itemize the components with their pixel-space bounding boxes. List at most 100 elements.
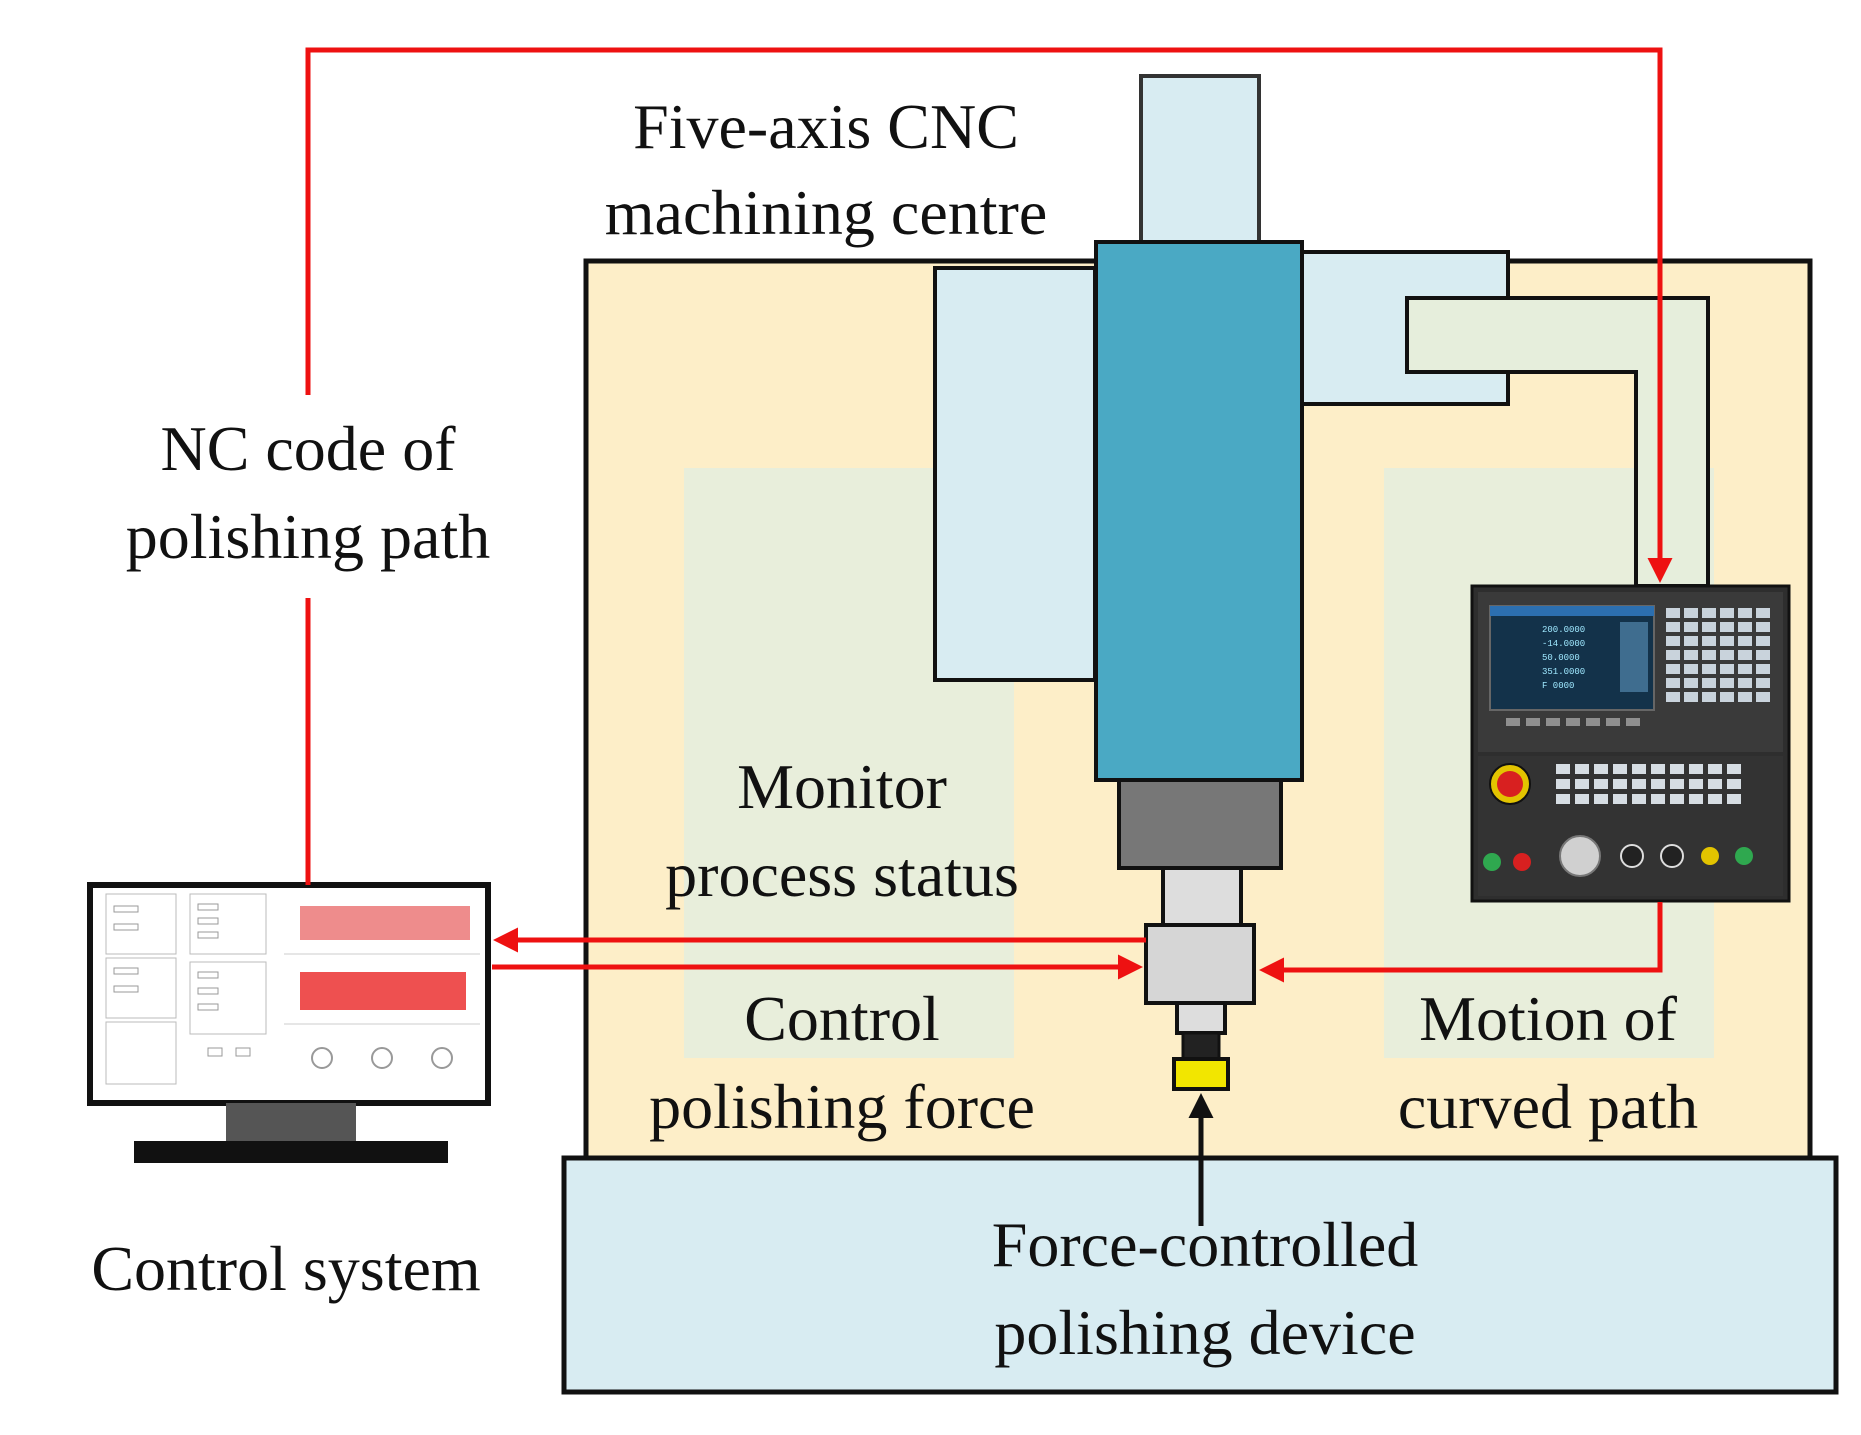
polishing-shaft xyxy=(1175,1001,1227,1035)
cnc-screen-row-5: F 0000 xyxy=(1542,681,1574,691)
cnc-screen-row-4: 351.0000 xyxy=(1542,667,1585,677)
cnc-key xyxy=(1727,779,1741,789)
tool-holder xyxy=(1161,866,1243,930)
cnc-key xyxy=(1594,779,1608,789)
cnc-key xyxy=(1684,622,1698,632)
control-force-label-line2: polishing force xyxy=(649,1071,1035,1142)
monitor-foot xyxy=(134,1141,448,1163)
monitor-label-line2: process status xyxy=(665,839,1019,910)
cnc-key xyxy=(1689,794,1703,804)
cnc-screen-row-3: 50.0000 xyxy=(1542,653,1580,663)
motion-label-line2: curved path xyxy=(1398,1071,1698,1142)
spindle-override-knob xyxy=(1559,835,1601,877)
cnc-key xyxy=(1613,794,1627,804)
cnc-key xyxy=(1594,764,1608,774)
cnc-key xyxy=(1613,764,1627,774)
cnc-key xyxy=(1594,794,1608,804)
monitor-chart-1 xyxy=(300,906,470,940)
motion-path-arrow xyxy=(1259,902,1663,983)
cnc-key xyxy=(1666,692,1680,702)
cycle-start-button xyxy=(1483,853,1501,871)
spindle-head xyxy=(1094,240,1304,782)
nc-code-label-line1: NC code of xyxy=(160,413,456,484)
cnc-key xyxy=(1727,764,1741,774)
cnc-key xyxy=(1702,636,1716,646)
monitor-chart-2 xyxy=(300,972,466,1010)
feed-hold-button xyxy=(1513,853,1531,871)
cnc-key xyxy=(1575,794,1589,804)
cnc-key xyxy=(1702,664,1716,674)
left-slide xyxy=(933,266,1097,682)
cnc-key xyxy=(1727,794,1741,804)
polishing-tool-tip xyxy=(1172,1057,1230,1091)
motion-label-line1: Motion of xyxy=(1419,983,1677,1054)
cnc-key xyxy=(1684,692,1698,702)
yellow-indicator xyxy=(1701,847,1719,865)
cnc-screen-row-1: 200.0000 xyxy=(1542,625,1585,635)
cnc-key xyxy=(1756,664,1770,674)
cnc-key xyxy=(1702,678,1716,688)
cnc-key xyxy=(1708,779,1722,789)
cnc-key xyxy=(1756,678,1770,688)
cnc-key xyxy=(1556,779,1570,789)
cnc-key xyxy=(1689,764,1703,774)
device-label-line2: polishing device xyxy=(994,1297,1415,1368)
mode-knob xyxy=(1660,844,1684,868)
cnc-key xyxy=(1738,650,1752,660)
cnc-key xyxy=(1720,608,1734,618)
cnc-key xyxy=(1651,794,1665,804)
cnc-title-line2: machining centre xyxy=(605,177,1047,248)
cnc-key xyxy=(1756,608,1770,618)
cnc-key xyxy=(1684,608,1698,618)
cnc-key xyxy=(1684,678,1698,688)
cnc-key xyxy=(1708,794,1722,804)
nc-code-label-line2: polishing path xyxy=(126,501,490,572)
cnc-key xyxy=(1666,622,1680,632)
cnc-key xyxy=(1666,650,1680,660)
nc-code-signal-line-top xyxy=(305,47,1673,583)
cnc-key xyxy=(1689,779,1703,789)
cnc-key xyxy=(1720,692,1734,702)
cnc-key xyxy=(1702,692,1716,702)
spindle-nose xyxy=(1117,778,1283,870)
green-indicator xyxy=(1735,847,1753,865)
cnc-key xyxy=(1756,692,1770,702)
cnc-key xyxy=(1756,636,1770,646)
cnc-key xyxy=(1756,622,1770,632)
cnc-key xyxy=(1720,636,1734,646)
cnc-key xyxy=(1738,678,1752,688)
cnc-key xyxy=(1670,794,1684,804)
cnc-key xyxy=(1738,692,1752,702)
cnc-key xyxy=(1702,622,1716,632)
cnc-key xyxy=(1575,779,1589,789)
cnc-key xyxy=(1632,779,1646,789)
cnc-key xyxy=(1720,622,1734,632)
monitor-stand xyxy=(226,1103,356,1141)
cnc-key xyxy=(1666,664,1680,674)
cnc-key xyxy=(1670,764,1684,774)
cnc-key xyxy=(1670,779,1684,789)
cnc-title-line1: Five-axis CNC xyxy=(633,91,1019,162)
cnc-key xyxy=(1738,664,1752,674)
force-sensor-block xyxy=(1144,923,1256,1005)
cnc-key xyxy=(1702,608,1716,618)
cnc-key xyxy=(1756,650,1770,660)
cnc-key xyxy=(1738,608,1752,618)
control-force-label-line1: Control xyxy=(744,983,940,1054)
cnc-key xyxy=(1684,650,1698,660)
cnc-key xyxy=(1738,622,1752,632)
device-label-line1: Force-controlled xyxy=(992,1209,1419,1280)
cnc-key xyxy=(1556,764,1570,774)
control-system-label: Control system xyxy=(91,1233,480,1304)
feed-override-knob xyxy=(1620,844,1644,868)
cnc-key xyxy=(1738,636,1752,646)
cnc-key xyxy=(1720,650,1734,660)
cnc-screen-row-2: -14.0000 xyxy=(1542,639,1585,649)
monitor-label-line1: Monitor xyxy=(737,751,947,822)
cnc-key xyxy=(1613,779,1627,789)
cnc-control-panel: 200.0000 -14.0000 50.0000 351.0000 F 000… xyxy=(1470,584,1791,903)
control-system-monitor xyxy=(87,882,491,1163)
cnc-key xyxy=(1684,664,1698,674)
cnc-key xyxy=(1720,664,1734,674)
